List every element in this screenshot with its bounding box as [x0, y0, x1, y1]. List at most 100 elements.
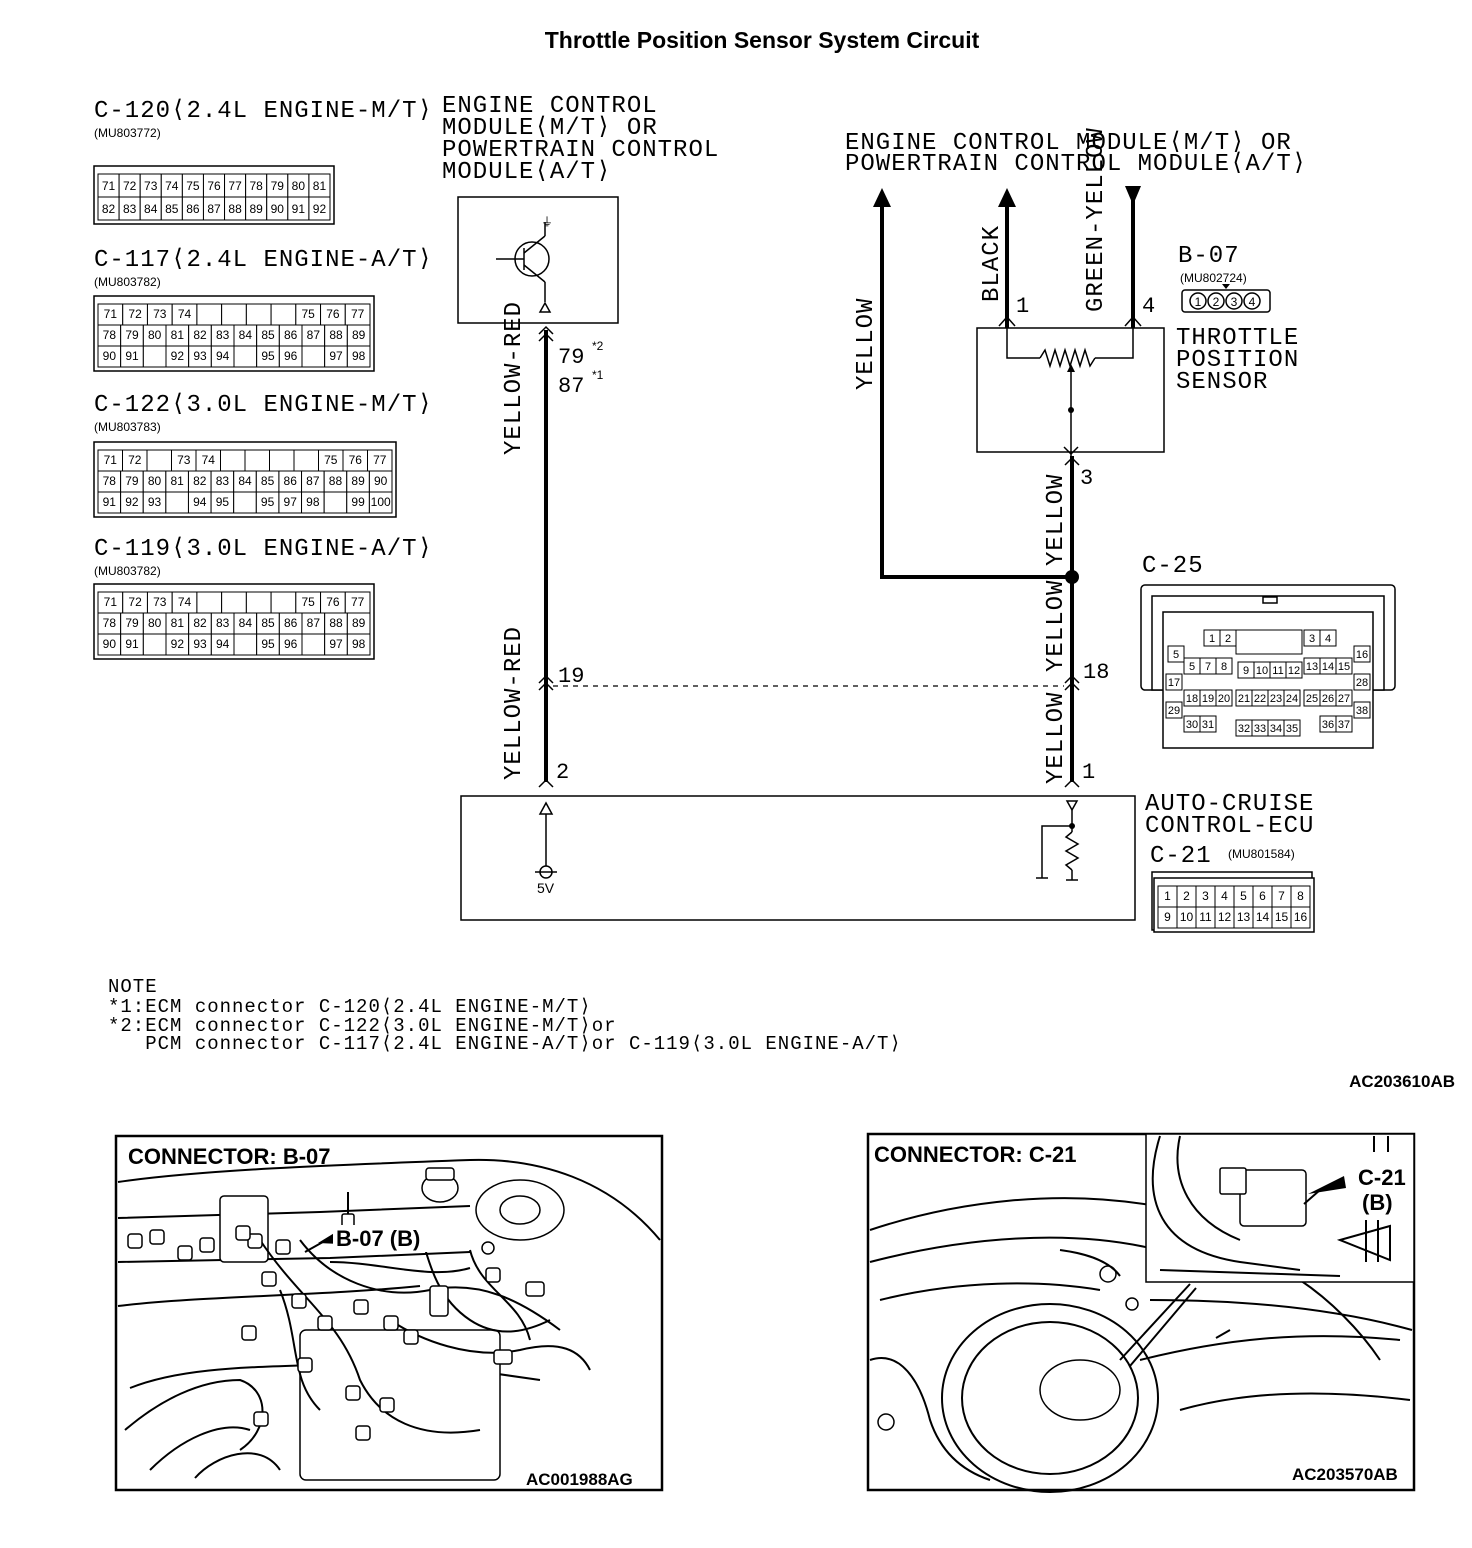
connector-label: C-117⟨2.4L ENGINE-A/T⟩: [94, 247, 433, 274]
pin-socket: [1225, 292, 1243, 310]
sensor-label-line: SENSOR: [1176, 369, 1268, 396]
pin-cell: 12: [1218, 910, 1232, 924]
connector-label: B-07: [1178, 243, 1240, 270]
pin-cell: 95: [261, 349, 275, 363]
pin-cell: 89: [352, 328, 366, 342]
pin-cell: 24: [1286, 693, 1298, 705]
pin-cell: 71: [102, 179, 116, 193]
pin-cell: 29: [1168, 705, 1180, 717]
pin-cell: 88: [228, 202, 242, 216]
callout-label: C-21: [1358, 1165, 1406, 1190]
pin-cell: 83: [216, 328, 230, 342]
part-number: (MU802724): [1180, 271, 1247, 285]
pin-cell: 21: [1238, 693, 1250, 705]
pin-cell: 15: [1338, 661, 1350, 673]
pin-18: 18: [1083, 660, 1109, 685]
transistor-symbol: ⏚: [496, 215, 553, 313]
pin-cell: 82: [193, 616, 207, 630]
pin-cell: 86: [284, 328, 298, 342]
photo-connector-c21: CONNECTOR: C-21 C-21 (B) AC203570AB: [866, 1132, 1416, 1493]
pin-cell: 80: [148, 616, 162, 630]
ecu-label-line: AUTO-CRUISE: [1145, 791, 1314, 818]
pin-cell: 96: [284, 637, 298, 651]
pin-cell: 33: [1254, 723, 1266, 735]
pin-cell: 73: [177, 453, 191, 467]
pin-cell: 93: [148, 495, 162, 509]
pin-cell: 84: [144, 202, 158, 216]
pin-cell: 87: [306, 474, 320, 488]
note-line: *1:ECM connector C-120⟨2.4L ENGINE-M/T⟩: [108, 996, 592, 1018]
pin-cell: 75: [186, 179, 200, 193]
pin-cell: 14: [1256, 910, 1270, 924]
pin-cell: 78: [103, 616, 117, 630]
wire-label: YELLOW-RED: [501, 301, 528, 455]
pin-cell: 16: [1356, 649, 1368, 661]
pin-cell: 75: [324, 453, 338, 467]
pin-cell: 86: [186, 202, 200, 216]
pin-cell: 97: [329, 349, 343, 363]
pin-cell: 76: [326, 595, 340, 609]
pin-cell: 78: [250, 179, 264, 193]
pin-cell: 6: [1259, 889, 1266, 903]
pin-cell: 89: [352, 616, 366, 630]
pin-number: 2: [1213, 295, 1220, 309]
pin-cell: 93: [193, 637, 207, 651]
pin-cell: 38: [1356, 705, 1368, 717]
pin-cell: 16: [1294, 910, 1308, 924]
pin-79: 79: [558, 345, 584, 370]
pin-cell: 95: [261, 637, 275, 651]
pin-cell: 85: [165, 202, 179, 216]
pin-cell: 73: [153, 595, 167, 609]
pin-cell: 8: [1297, 889, 1304, 903]
pin-cell: 9: [1243, 665, 1249, 677]
pin-cell: 26: [1322, 693, 1334, 705]
connector-label: C-122⟨3.0L ENGINE-M/T⟩: [94, 392, 433, 419]
pin-cell: 87: [207, 202, 221, 216]
pin-cell: 100: [371, 495, 391, 509]
pin-cell: 84: [239, 328, 253, 342]
ground-mark: ⏚: [541, 215, 553, 229]
pin-cell: 85: [261, 616, 275, 630]
part-number: (MU803782): [94, 275, 161, 289]
pin-cell: 81: [313, 179, 327, 193]
pin-cell: 85: [261, 328, 275, 342]
pin-cell: 96: [284, 349, 298, 363]
note-line: PCM connector C-117⟨2.4L ENGINE-A/T⟩or C…: [108, 1033, 902, 1055]
pin-1-ecu: 1: [1082, 760, 1095, 785]
photo-connector-b07: CONNECTOR: B-07 B-07 (B) AC001988AG: [114, 1134, 664, 1492]
pin-cell: 98: [306, 495, 320, 509]
pin-cell: 90: [271, 202, 285, 216]
pin-cell: 10: [1180, 910, 1194, 924]
pin-cell: 91: [125, 637, 139, 651]
pin-cell: 18: [1186, 693, 1198, 705]
pin-cell: 86: [284, 616, 298, 630]
part-number: (MU803782): [94, 564, 161, 578]
pin-cell: 28: [1356, 677, 1368, 689]
pin-cell: 77: [373, 453, 387, 467]
wire-label: GREEN-YELLOW: [1083, 127, 1110, 312]
wire-green-yellow: GREEN-YELLOW 4: [1083, 127, 1155, 328]
pin-cell: 91: [292, 202, 306, 216]
pin-cell: 12: [1288, 665, 1300, 677]
connector-label: C-120⟨2.4L ENGINE-M/T⟩: [94, 98, 433, 125]
part-number: (MU803783): [94, 420, 161, 434]
pin-cell: 81: [171, 328, 185, 342]
pin-cell: 13: [1306, 661, 1318, 673]
pin-cell: 82: [193, 328, 207, 342]
pin-number: 4: [1249, 295, 1256, 309]
pin-cell: 13: [1237, 910, 1251, 924]
module-label-line: MODULE⟨M/T⟩ OR: [442, 115, 658, 142]
pin-cell: 15: [1275, 910, 1289, 924]
pin-cell: 30: [1186, 719, 1198, 731]
pin-cell: 72: [123, 179, 137, 193]
pin-cell: 99: [351, 495, 365, 509]
wire-black: BLACK 1: [979, 188, 1029, 328]
pin-cell: 78: [103, 328, 117, 342]
wire-label: BLACK: [979, 225, 1006, 302]
pin-cell: 82: [193, 474, 207, 488]
notes: NOTE *1:ECM connector C-120⟨2.4L ENGINE-…: [108, 976, 902, 1055]
